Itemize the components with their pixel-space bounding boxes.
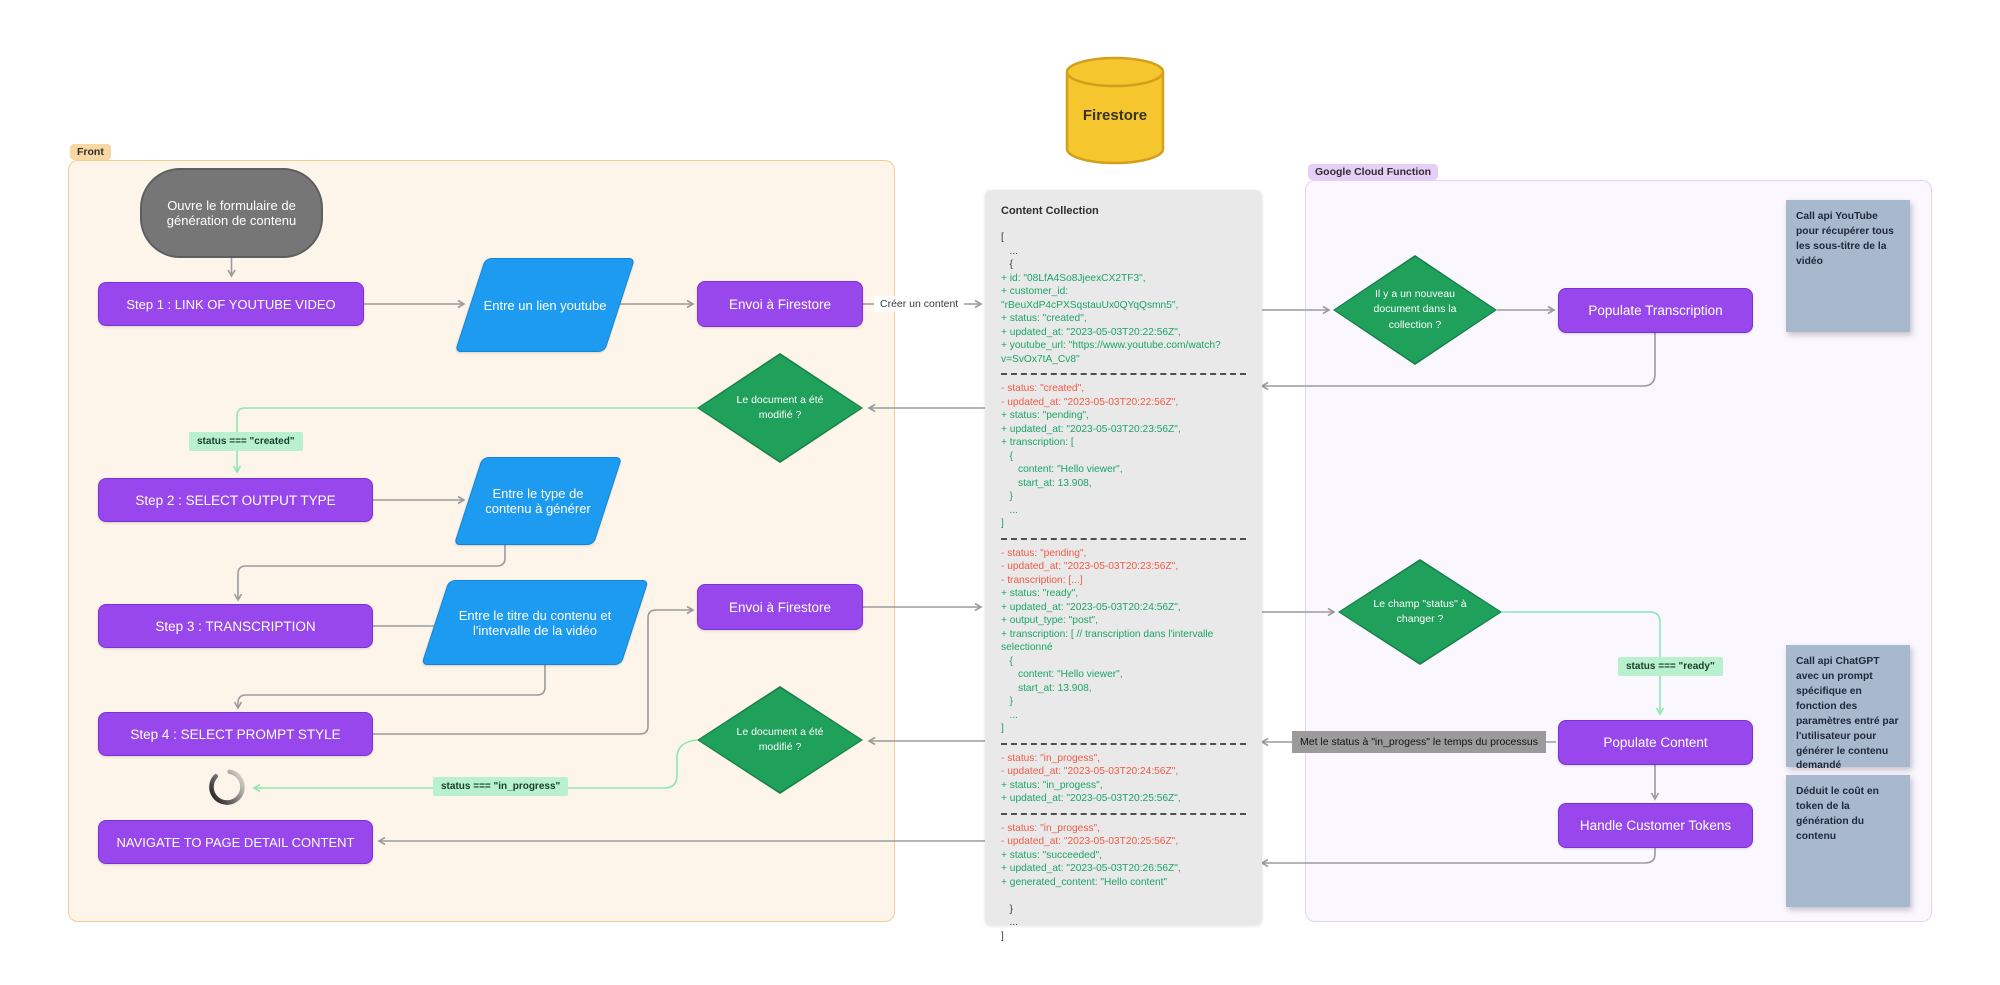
frame-gcf-badge: Google Cloud Function	[1308, 164, 1439, 180]
frame-front-badge: Front	[70, 144, 111, 160]
diff-line: - updated_at: "2023-05-03T20:25:56Z",	[1001, 836, 1179, 847]
diff-line: + updated_at: "2023-05-03T20:24:56Z",	[1001, 601, 1181, 613]
label-create-content: Créer un content	[874, 296, 965, 312]
diff-line: + updated_at: "2023-05-03T20:26:56Z",	[1001, 863, 1181, 874]
diff-line: - updated_at: "2023-05-03T20:23:56Z",	[1001, 561, 1179, 572]
loading-spinner-icon	[207, 767, 247, 807]
diff-line	[1001, 889, 1246, 903]
diff-line: [	[1001, 232, 1004, 243]
label-set-in-progess: Met le status à "in_progess" le temps du…	[1292, 731, 1546, 753]
node-step2[interactable]: Step 2 : SELECT OUTPUT TYPE	[98, 478, 373, 522]
diff-line: + status: "created",	[1001, 313, 1087, 324]
diff-line: - updated_at: "2023-05-03T20:24:56Z",	[1001, 766, 1179, 777]
database-cylinder-icon	[1065, 56, 1165, 165]
diff-line: - status: "in_progess",	[1001, 752, 1100, 764]
diff-separator	[1001, 812, 1246, 815]
note-youtube-api[interactable]: Call api YouTube pour récupérer tous les…	[1786, 200, 1910, 332]
node-populate-transcription[interactable]: Populate Transcription	[1558, 288, 1753, 333]
diff-line: - updated_at: "2023-05-03T20:22:56Z",	[1001, 396, 1179, 408]
diff-separator	[1001, 373, 1246, 375]
node-navigate-detail[interactable]: NAVIGATE TO PAGE DETAIL CONTENT	[98, 820, 373, 864]
diff-line: start_at: 13.908,	[1001, 682, 1092, 694]
node-input-title-interval[interactable]: Entre le titre du contenu et l'intervall…	[421, 580, 649, 665]
decision-doc-modified-1[interactable]: Le document a été modifié ?	[697, 353, 863, 463]
diff-line: + id: "08LfA4So8JjeexCX2TF3",	[1001, 272, 1146, 284]
diff-line: }	[1001, 491, 1013, 502]
note-chatgpt-api[interactable]: Call api ChatGPT avec un prompt spécifiq…	[1786, 645, 1910, 771]
node-input-youtube-link[interactable]: Entre un lien youtube	[454, 258, 636, 352]
node-populate-content[interactable]: Populate Content	[1558, 720, 1753, 765]
diff-separator	[1001, 742, 1246, 745]
diff-line: + transcription: [ // transcription dans…	[1001, 628, 1217, 654]
decision-status-changed[interactable]: Le champ "status" à changer ?	[1338, 559, 1502, 665]
panel-title: Content Collection	[1001, 205, 1099, 217]
node-handle-customer-tokens[interactable]: Handle Customer Tokens	[1558, 803, 1753, 848]
node-send-firestore-1[interactable]: Envoi à Firestore	[697, 281, 863, 327]
diff-line: ]	[1001, 723, 1004, 734]
diff-line: + transcription: [	[1001, 437, 1074, 448]
diff-line: - status: "created",	[1001, 383, 1085, 394]
diff-line: ...	[1001, 917, 1019, 928]
decision-new-document[interactable]: Il y a un nouveau document dans la colle…	[1333, 255, 1497, 365]
diff-line: ...	[1001, 504, 1019, 516]
label-cond-ready: status === "ready"	[1618, 657, 1723, 676]
decision-doc-modified-2[interactable]: Le document a été modifié ?	[697, 686, 863, 794]
diff-line: + output_type: "post",	[1001, 615, 1099, 626]
diff-line: ]	[1001, 930, 1004, 942]
diff-line: }	[1001, 696, 1013, 707]
diff-line: }	[1001, 903, 1013, 915]
diff-line: ]	[1001, 518, 1004, 529]
diff-line: + status: "ready",	[1001, 588, 1079, 599]
node-send-firestore-2[interactable]: Envoi à Firestore	[697, 584, 863, 630]
diff-line: - transcription: [...]	[1001, 574, 1083, 586]
diff-line: {	[1001, 259, 1013, 270]
note-token-cost[interactable]: Déduit le coût en token de la génération…	[1786, 775, 1910, 907]
node-input-output-type[interactable]: Entre le type de contenu à générer	[453, 457, 623, 545]
diff-line: + status: "succeeded",	[1001, 849, 1102, 861]
diff-line: content: "Hello viewer",	[1001, 669, 1123, 680]
diff-line: + status: "in_progess",	[1001, 779, 1103, 791]
diff-line: start_at: 13.908,	[1001, 477, 1092, 489]
diff-line: {	[1001, 655, 1013, 667]
diff-separator	[1001, 537, 1246, 540]
diff-line: ...	[1001, 245, 1019, 257]
diff-line: {	[1001, 450, 1013, 462]
diff-line: + status: "pending",	[1001, 410, 1089, 421]
label-cond-created: status === "created"	[189, 432, 303, 451]
node-open-form[interactable]: Ouvre le formulaire de génération de con…	[140, 168, 323, 258]
diff-line: - status: "pending",	[1001, 547, 1087, 559]
node-step4[interactable]: Step 4 : SELECT PROMPT STYLE	[98, 712, 373, 756]
diff-line: + customer_id: "rBeuXdP4cPXSqstauUx0QYqQ…	[1001, 286, 1179, 311]
diff-line: - status: "in_progess",	[1001, 822, 1100, 834]
diff-line: + updated_at: "2023-05-03T20:22:56Z",	[1001, 326, 1181, 338]
firestore-database[interactable]: Firestore	[1065, 55, 1165, 167]
diff-line: + youtube_url: "https://www.youtube.com/…	[1001, 340, 1221, 365]
firestore-label: Firestore	[1082, 107, 1148, 124]
content-collection-panel[interactable]: Content Collection [ ... { + id: "08LfA4S…	[985, 190, 1262, 942]
diff-body: [ ... { + id: "08LfA4So8JjeexCX2TF3", + cu…	[1001, 231, 1246, 943]
label-cond-in-progress: status === "in_progress"	[433, 777, 569, 796]
diff-line: ...	[1001, 709, 1019, 721]
diff-line: + updated_at: "2023-05-03T20:25:56Z",	[1001, 793, 1181, 804]
node-step3[interactable]: Step 3 : TRANSCRIPTION	[98, 604, 373, 648]
node-step1[interactable]: Step 1 : LINK OF YOUTUBE VIDEO	[98, 282, 364, 326]
diff-line: content: "Hello viewer",	[1001, 464, 1123, 475]
diff-line: + updated_at: "2023-05-03T20:23:56Z",	[1001, 423, 1181, 435]
diff-line: + generated_content: "Hello content"	[1001, 876, 1168, 888]
